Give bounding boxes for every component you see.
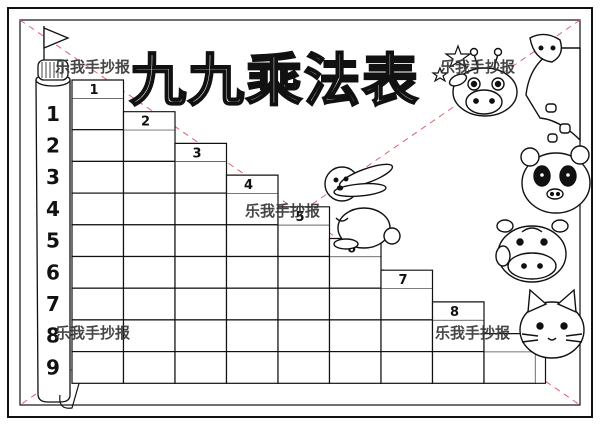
- watermark-text: 乐我手抄报: [435, 324, 510, 342]
- giraffe-icon: [448, 33, 581, 143]
- grid-cell[interactable]: [431, 351, 485, 384]
- grid-cell[interactable]: [174, 351, 228, 384]
- watermark-text: 乐我手抄报: [55, 58, 130, 76]
- step-label: 4: [244, 178, 253, 193]
- row-label: 7: [46, 292, 60, 316]
- grid-cell[interactable]: [225, 319, 279, 353]
- grid-cell[interactable]: [122, 224, 176, 258]
- flag-icon: [43, 26, 70, 60]
- grid-cell[interactable]: [277, 224, 331, 258]
- grid-cell[interactable]: [277, 319, 331, 353]
- row-label: 6: [46, 260, 60, 284]
- step-tab: [122, 111, 176, 130]
- step-tab: [225, 174, 279, 194]
- step-label: 5: [295, 210, 304, 225]
- title-text: 九九乘法表: [130, 49, 420, 114]
- grid-cell[interactable]: [71, 255, 125, 289]
- grid-cell[interactable]: [225, 192, 279, 226]
- step-tab: [71, 79, 125, 98]
- row-label: 4: [46, 197, 60, 221]
- step-tab: [174, 142, 228, 162]
- watermarks: 乐我手抄报乐我手抄报乐我手抄报乐我手抄报乐我手抄报: [55, 58, 515, 342]
- step-label: 2: [141, 115, 150, 130]
- grid-cell[interactable]: [174, 255, 228, 289]
- grid-cell[interactable]: [122, 287, 176, 321]
- grid-cell[interactable]: [71, 129, 125, 162]
- grid-cell[interactable]: [277, 351, 331, 384]
- step-tab: [380, 269, 434, 289]
- step-label: 1: [89, 83, 98, 98]
- hippo-icon: [495, 219, 569, 283]
- grid-cell[interactable]: [225, 255, 279, 289]
- grid-cell[interactable]: [277, 255, 331, 289]
- grid-cell[interactable]: [71, 160, 125, 194]
- step-tab: [277, 206, 331, 225]
- cat-icon: [519, 288, 585, 359]
- grid-cell[interactable]: [71, 351, 125, 384]
- grid-cell[interactable]: [71, 319, 125, 353]
- grid-cell[interactable]: [174, 224, 228, 258]
- star-icon: [431, 66, 449, 83]
- grid-cell[interactable]: [380, 351, 434, 384]
- row-label: 2: [46, 134, 60, 158]
- grid-cell[interactable]: [225, 351, 279, 384]
- grid-cell[interactable]: [328, 255, 382, 289]
- rabbit-icon: [324, 163, 401, 250]
- multiplication-grid: [71, 79, 547, 384]
- star-icon: [444, 44, 472, 69]
- grid-cell[interactable]: [71, 287, 125, 321]
- scroll-ribbon: [59, 379, 81, 409]
- grid-cell[interactable]: [225, 224, 279, 258]
- watermark-text: 乐我手抄报: [440, 58, 515, 76]
- grid-cell[interactable]: [483, 351, 537, 384]
- inner-border: [19, 19, 581, 406]
- panda-icon: [520, 145, 591, 214]
- grid-cell[interactable]: [174, 160, 228, 194]
- grid-cell[interactable]: [71, 97, 125, 131]
- step-label: 7: [398, 273, 407, 288]
- grid-cell[interactable]: [122, 319, 176, 353]
- grid-cell[interactable]: [225, 287, 279, 321]
- grid-cell[interactable]: [174, 287, 228, 321]
- grid-cell[interactable]: [122, 255, 176, 289]
- outer-border: [7, 7, 593, 418]
- row-label: 8: [46, 324, 60, 348]
- row-label: 1: [46, 102, 60, 126]
- grid-cell[interactable]: [122, 129, 176, 162]
- row-label: 5: [46, 229, 60, 253]
- step-tab: [431, 301, 485, 320]
- grid-cell[interactable]: [122, 351, 176, 384]
- row-label: 9: [46, 355, 60, 379]
- grid-cell[interactable]: [431, 319, 485, 353]
- grid-cell[interactable]: [122, 160, 176, 194]
- grid-cell[interactable]: [328, 287, 382, 321]
- grid-cell[interactable]: [380, 287, 434, 321]
- grid-cell[interactable]: [174, 319, 228, 353]
- watermark-text: 乐我手抄报: [245, 202, 320, 220]
- row-labels: 1 2 3 4 5 6 7 8 9: [46, 102, 60, 380]
- grid-cell[interactable]: [174, 192, 228, 226]
- grid-cell[interactable]: [277, 287, 331, 321]
- grid-cell[interactable]: [380, 319, 434, 353]
- watermark-text: 乐我手抄报: [55, 324, 130, 342]
- step-label: 8: [450, 305, 459, 320]
- step-label: 3: [192, 146, 201, 161]
- row-label: 3: [46, 165, 60, 189]
- grid-cell[interactable]: [122, 192, 176, 226]
- grid-cell[interactable]: [328, 351, 382, 384]
- grid-cell[interactable]: [71, 192, 125, 226]
- grid-cell[interactable]: [328, 319, 382, 353]
- grid-cell[interactable]: [71, 224, 125, 258]
